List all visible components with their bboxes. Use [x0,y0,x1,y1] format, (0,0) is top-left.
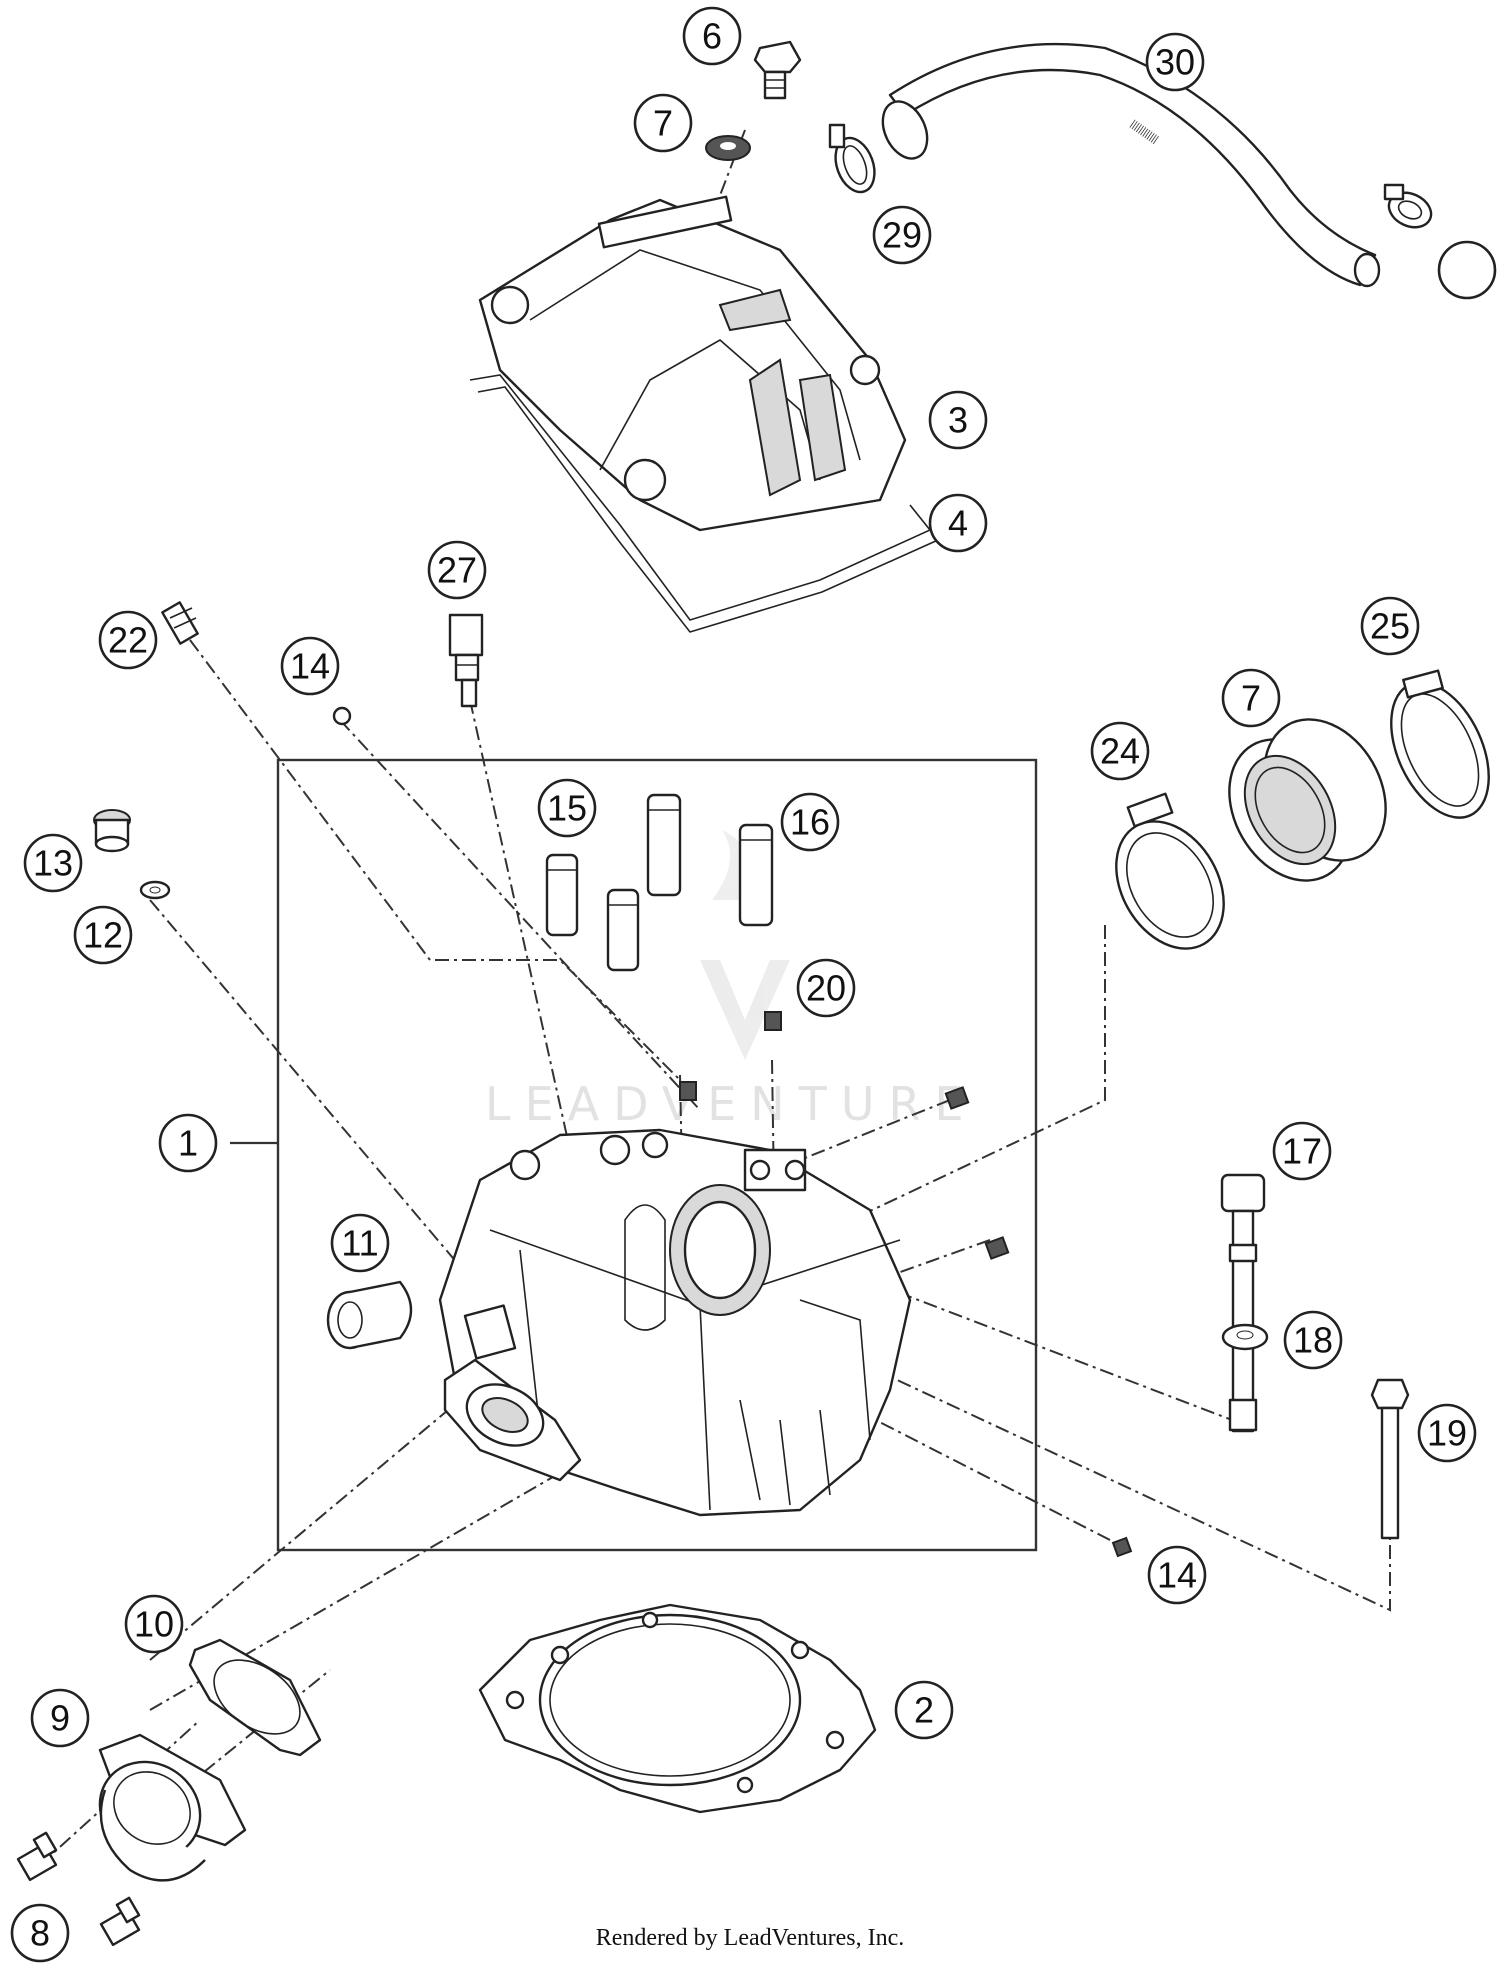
svg-text:29: 29 [882,215,922,256]
svg-text:8: 8 [30,1913,50,1954]
callout-2: 2 [894,1680,954,1740]
callout-4: 4 [928,493,988,553]
callout-18: 18 [1283,1310,1343,1370]
callout-11: 11 [330,1213,390,1273]
svg-text:14: 14 [1157,1555,1197,1596]
callout-14-bottom: 14 [1147,1545,1207,1605]
svg-text:12: 12 [83,915,123,956]
callout-30 [1437,240,1497,300]
cylinder-head-part-1 [438,1128,912,1517]
callout-5: 6 [682,6,742,66]
temperature-sensor-part-27 [448,613,484,708]
svg-text:19: 19 [1427,1413,1467,1454]
bolt-part-19 [1370,1378,1410,1540]
svg-text:2: 2 [914,1690,934,1731]
callout-10: 10 [124,1594,184,1654]
callout-6: 7 [633,93,693,153]
svg-text:22: 22 [108,620,148,661]
head-gasket-part-2 [478,1603,877,1814]
callout-22: 22 [98,610,158,670]
intake-clamp-part-24 [1115,792,1225,950]
svg-text:3: 3 [948,400,968,441]
nut-part-8 [16,1831,141,1947]
intake-clamp-part-25 [1390,669,1490,819]
footer-credit: Rendered by LeadVentures, Inc. [595,1925,905,1951]
exhaust-gasket-part-10 [188,1638,322,1757]
svg-text:1: 1 [178,1123,198,1164]
valve-cover-part-3 [478,195,907,532]
svg-text:15: 15 [547,788,587,829]
screw-plug-part-22 [161,601,199,645]
long-bolt-part-17 [1220,1173,1266,1433]
callout-17: 17 [1272,1121,1332,1181]
breather-hose-part-29: |||||||||||| [881,42,1381,288]
svg-text:30: 30 [1155,42,1195,83]
svg-text:27: 27 [437,550,477,591]
svg-text:4: 4 [948,503,968,544]
callout-3: 3 [928,390,988,450]
svg-text:24: 24 [1100,731,1140,772]
svg-text:25: 25 [1370,606,1410,647]
plug-part-14-top [332,706,352,726]
svg-text:20: 20 [806,968,846,1009]
callout-29: 30 [1145,32,1205,92]
side-plugs [944,1086,1010,1260]
callout-8: 8 [10,1903,70,1963]
svg-text:9: 9 [50,1698,70,1739]
callout-7: 7 [1221,668,1281,728]
callout-14-top: 14 [280,636,340,696]
valve-guide-part-16 [646,793,774,927]
callout-15: 15 [537,778,597,838]
callout-20: 20 [796,958,856,1018]
svg-text:10: 10 [134,1604,174,1645]
washer-part-6 [705,135,751,161]
callout-27: 27 [427,540,487,600]
svg-text:7: 7 [653,103,673,144]
svg-text:11: 11 [341,1223,378,1264]
svg-text:17: 17 [1282,1131,1322,1172]
washer-part-18 [1221,1323,1269,1351]
intake-flange-part-7 [1228,718,1387,882]
callout-28: 29 [872,205,932,265]
plug-part-14-bottom [1111,1536,1133,1558]
callouts: 6 7 30 29 3 4 27 22 14 25 7 24 15 16 13 … [10,6,1497,1963]
callout-13: 13 [23,833,83,893]
callout-19: 19 [1417,1403,1477,1463]
svg-text:16: 16 [790,802,830,843]
svg-text:14: 14 [290,646,330,687]
assembly-frame [276,758,1038,1552]
plug-part-20 [679,1011,782,1101]
callout-24: 24 [1090,721,1150,781]
svg-text:13: 13 [33,843,73,884]
svg-text:18: 18 [1293,1320,1333,1361]
hose-clamp-part-28 [828,123,876,194]
callout-9: 9 [30,1688,90,1748]
callout-16: 16 [780,792,840,852]
seal-ring-part-12 [139,880,171,900]
valve-guide-part-15 [545,853,640,972]
svg-text:7: 7 [1241,678,1261,719]
sleeve-part-11 [326,1280,413,1350]
callout-12: 12 [73,905,133,965]
svg-text:6: 6 [702,16,722,57]
callout-1: 1 [158,1113,218,1173]
hose-clamp-part-30 [1383,183,1433,229]
exhaust-flange-part-9 [98,1733,247,1882]
plug-part-13 [93,809,131,853]
callout-25: 25 [1360,596,1420,656]
bolt-part-5 [753,40,802,100]
svg-text:||||||||||||: |||||||||||| [1128,118,1160,145]
